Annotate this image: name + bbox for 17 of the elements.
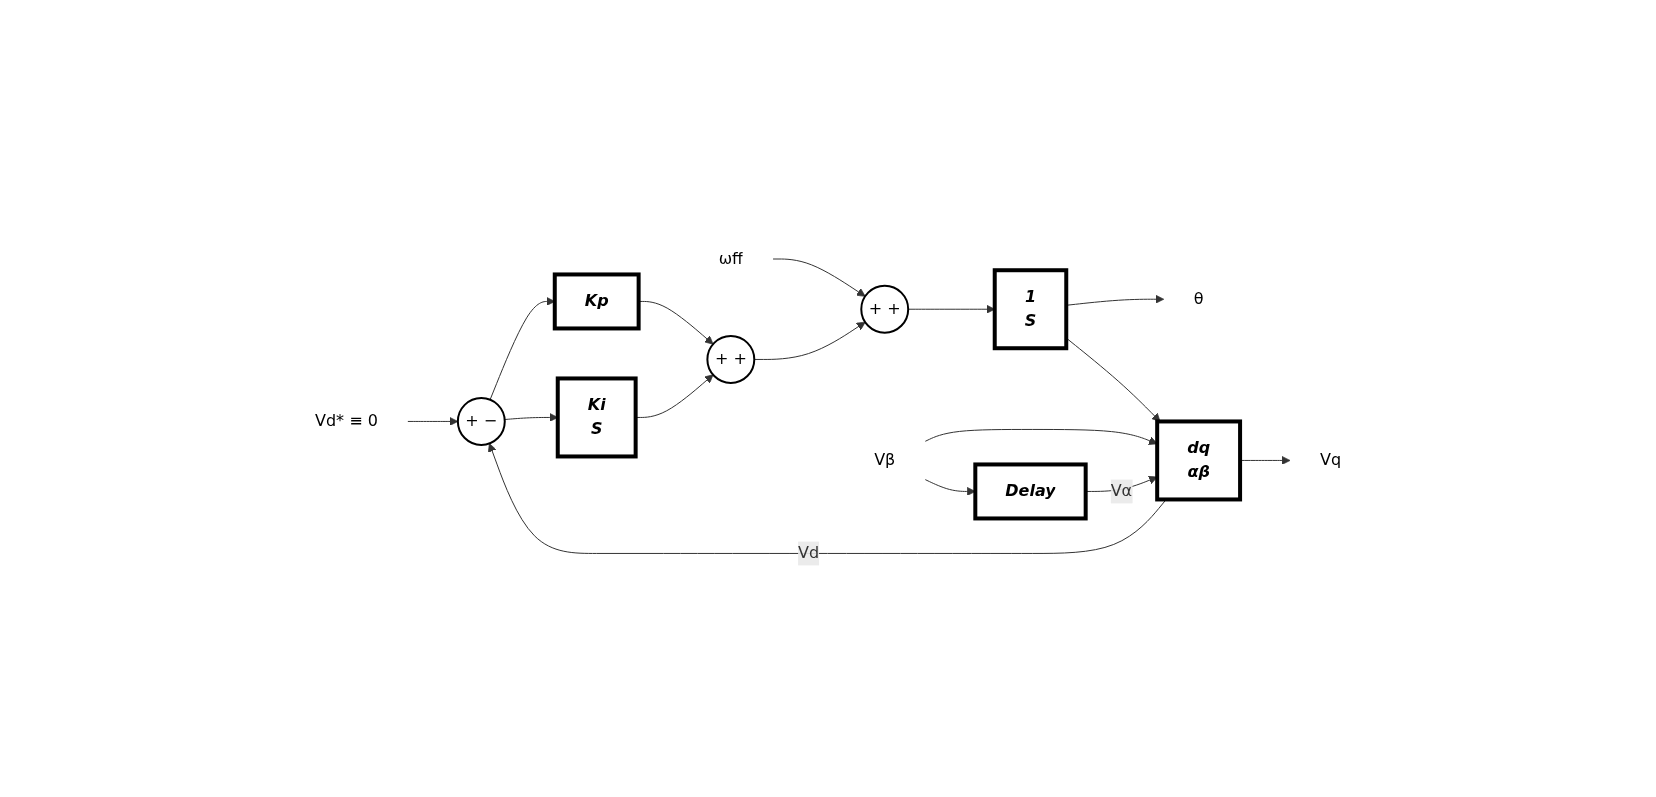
node-text: ωff (718, 248, 743, 268)
edge-label: Vd (797, 543, 820, 563)
node-circle: + + (860, 284, 910, 334)
node-box: Kp (552, 272, 641, 331)
node-box: dq αβ (1155, 419, 1242, 502)
node-text: Vβ (874, 450, 896, 470)
arrow (487, 442, 1167, 554)
edge-label: Vα (1110, 481, 1133, 501)
node-box: 1 S (992, 268, 1069, 350)
node-circle: + + (706, 334, 756, 384)
node-box: Ki S (555, 376, 638, 459)
node-text: θ (1193, 288, 1204, 308)
node-text: Vq (1319, 450, 1342, 470)
arrow (772, 258, 866, 297)
node-text: Vd* ≡ 0 (314, 411, 378, 431)
node-box: Delay (973, 462, 1088, 521)
node-circle: + − (456, 396, 506, 446)
